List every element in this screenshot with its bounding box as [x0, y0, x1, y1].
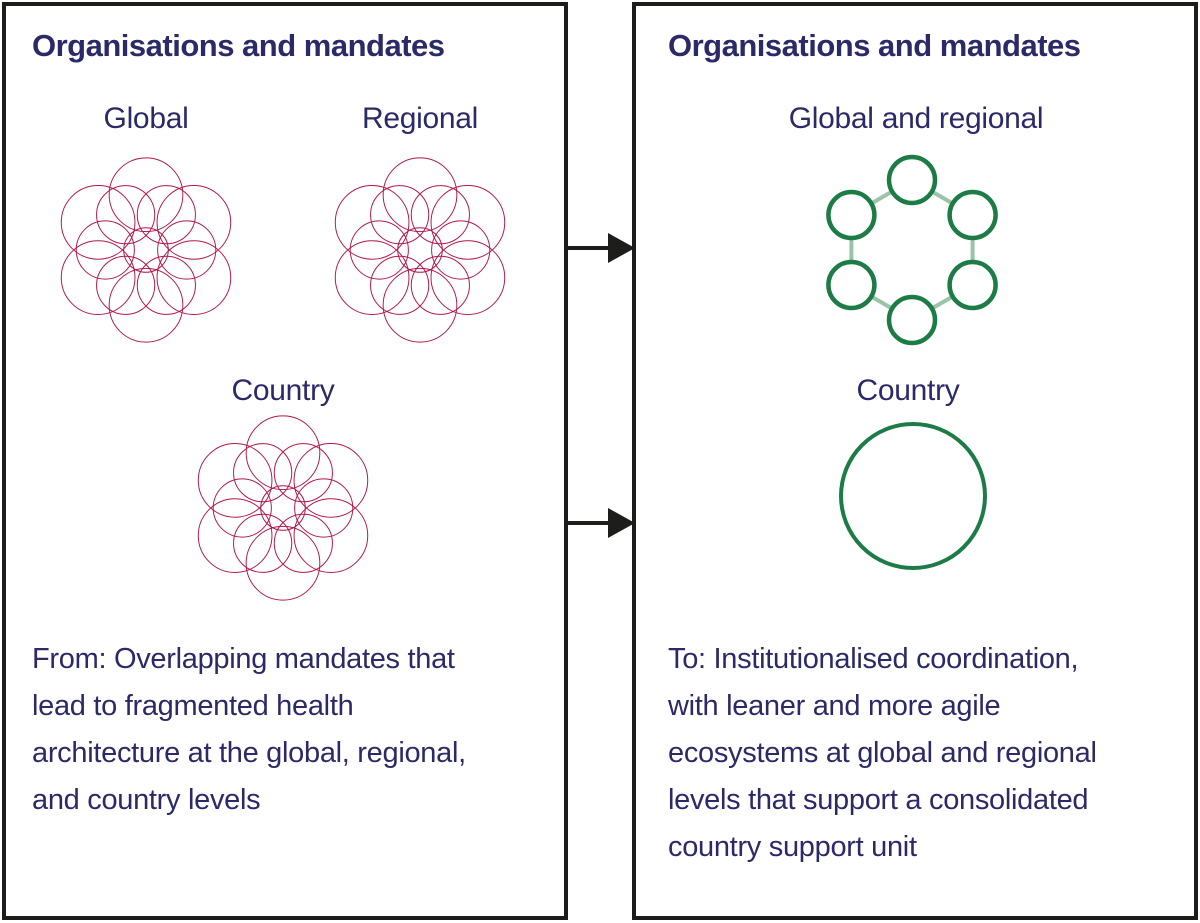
- to-caption-line: with leaner and more agile: [668, 690, 1001, 722]
- to-caption-line: country support unit: [668, 831, 917, 863]
- right-panel-title: Organisations and mandates: [668, 28, 1081, 63]
- coordination-ring-icon: [812, 150, 1012, 350]
- panel-to-coordinated: Organisations and mandates Global and re…: [632, 2, 1198, 920]
- to-caption-line: ecosystems at global and regional: [668, 737, 1097, 769]
- from-caption: From: Overlapping mandates that lead to …: [32, 636, 466, 824]
- label-country-left: Country: [231, 374, 335, 407]
- label-global-and-regional: Global and regional: [788, 102, 1044, 135]
- from-caption-line: From: Overlapping mandates that: [32, 643, 455, 675]
- global-cluster-icon: [60, 157, 232, 343]
- label-global: Global: [103, 102, 189, 135]
- label-regional: Regional: [361, 102, 479, 135]
- to-caption-line: To: Institutionalised coordination,: [668, 643, 1079, 675]
- to-caption: To: Institutionalised coordination, with…: [668, 636, 1097, 871]
- transition-arrow-top-icon: [564, 233, 635, 263]
- from-caption-line: lead to fragmented health: [32, 690, 354, 722]
- from-caption-line: architecture at the global, regional,: [32, 737, 466, 769]
- from-caption-line: and country levels: [32, 784, 261, 816]
- label-country-right: Country: [856, 374, 960, 407]
- consolidated-country-circle-icon: [839, 422, 987, 570]
- country-cluster-icon: [197, 415, 369, 601]
- panel-from-fragmented: Organisations and mandates Global Region…: [2, 2, 568, 920]
- transition-arrow-bottom-icon: [564, 508, 635, 538]
- left-panel-title: Organisations and mandates: [32, 28, 445, 63]
- regional-cluster-icon: [334, 157, 506, 343]
- to-caption-line: levels that support a consolidated: [668, 784, 1089, 816]
